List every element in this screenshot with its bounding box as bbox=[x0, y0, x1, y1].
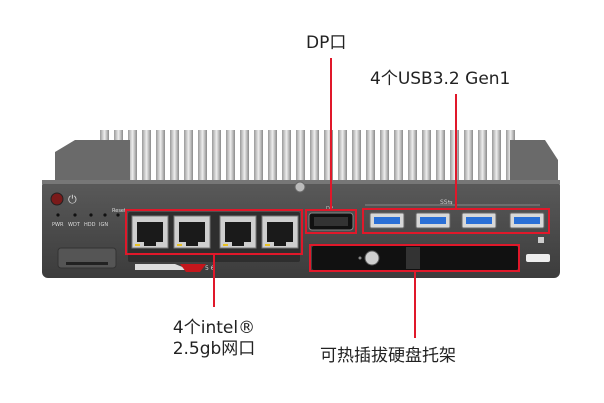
heatsink-fin bbox=[324, 130, 333, 182]
screw-icon bbox=[294, 181, 306, 193]
power-symbol-icon: ⏻ bbox=[68, 193, 77, 206]
lan-stripe-red bbox=[180, 264, 206, 272]
heatsink-fin bbox=[226, 130, 235, 182]
led-label-ign: IGN bbox=[99, 222, 108, 228]
heatsink-fin bbox=[464, 130, 473, 182]
usb-port-tongue bbox=[374, 217, 400, 224]
heatsink-fin bbox=[198, 130, 207, 182]
lan-led-icon bbox=[223, 244, 228, 246]
heatsink-fin bbox=[310, 130, 319, 182]
usb-port-tongue bbox=[420, 217, 446, 224]
lan-caption-line1: 4个intel® bbox=[172, 318, 256, 338]
heatsink-fin bbox=[478, 130, 487, 182]
heatsink-fin bbox=[282, 130, 291, 182]
indicator-square bbox=[538, 237, 544, 243]
usb-callout-box bbox=[362, 208, 550, 234]
dp-port-inner bbox=[314, 217, 348, 226]
lan-ports bbox=[131, 215, 299, 249]
heatsink-fin bbox=[212, 130, 221, 182]
lan-port-tab bbox=[186, 242, 198, 246]
lan-callout-box bbox=[125, 209, 303, 255]
lan-port-tab bbox=[144, 242, 156, 246]
com-port-slot bbox=[66, 262, 108, 265]
heatsink-fin bbox=[380, 130, 389, 182]
led-label-pwr: PWR bbox=[52, 222, 64, 228]
heatsink-fin bbox=[394, 130, 403, 182]
lan-port-block bbox=[128, 212, 300, 262]
status-leds bbox=[56, 213, 120, 217]
heatsink-fin bbox=[296, 130, 305, 182]
heatsink-fin bbox=[170, 130, 179, 182]
heatsink-fin bbox=[366, 130, 375, 182]
lan-number-label: 5 6 bbox=[205, 265, 215, 272]
chassis-left-shoulder bbox=[55, 140, 130, 185]
heatsink-fin bbox=[142, 130, 151, 182]
chassis-right-shoulder bbox=[510, 140, 558, 185]
heatsink-fin bbox=[352, 130, 361, 182]
lan-led-icon bbox=[265, 244, 270, 246]
heatsink-fin bbox=[240, 130, 249, 182]
heatsink-fin bbox=[422, 130, 431, 182]
usb-ports-caption: 4个USB3.2 Gen1 bbox=[370, 69, 511, 89]
led-label-hdd: HDD bbox=[84, 222, 96, 228]
hdd-callout-box bbox=[309, 244, 520, 272]
lan-port-socket bbox=[225, 222, 251, 242]
heatsink-fin bbox=[450, 130, 459, 182]
lan-callout-line bbox=[213, 255, 215, 307]
lan-port-socket bbox=[137, 222, 163, 242]
led-label-wdt: WDT bbox=[68, 222, 81, 228]
dp-callout-box bbox=[305, 209, 357, 234]
lan-port-socket bbox=[267, 222, 293, 242]
heatsink-fin bbox=[436, 130, 445, 182]
usb-port-tongue bbox=[514, 217, 540, 224]
heatsink-fin bbox=[128, 130, 137, 182]
dp-callout-line bbox=[330, 58, 332, 209]
heatsink-fin bbox=[492, 130, 501, 182]
heatsink-fin bbox=[408, 130, 417, 182]
lan-stripe-white bbox=[135, 264, 190, 270]
heatsink-fin bbox=[156, 130, 165, 182]
heatsink-fins bbox=[100, 130, 515, 182]
lan-port-tab bbox=[274, 242, 286, 246]
lan-caption-line2: 2.5gb网口 bbox=[172, 339, 256, 359]
heatsink-fin bbox=[268, 130, 277, 182]
hdd-tray-caption: 可热插拔硬盘托架 bbox=[320, 346, 456, 366]
usb-callout-line bbox=[455, 94, 457, 208]
hdd-callout-line bbox=[414, 272, 416, 338]
usb-ports bbox=[369, 212, 545, 229]
lan-led-icon bbox=[135, 244, 140, 246]
lan-ports-caption: 4个intel® 2.5gb网口 bbox=[168, 318, 260, 360]
power-led-icon bbox=[50, 192, 64, 206]
lan-led-icon bbox=[177, 244, 182, 246]
lan-port-tab bbox=[232, 242, 244, 246]
usb-group-label: SS⇆ bbox=[440, 199, 453, 206]
heatsink-fin bbox=[254, 130, 263, 182]
heatsink-fin bbox=[184, 130, 193, 182]
hdd-tray-latch bbox=[406, 247, 420, 269]
dp-port-caption: DP口 bbox=[306, 33, 347, 53]
hdd-tray-screw-icon bbox=[364, 250, 380, 266]
usb-port-tongue bbox=[466, 217, 492, 224]
hdd-tray-led bbox=[358, 256, 362, 260]
reset-label: Reset bbox=[112, 208, 126, 214]
heatsink-fin bbox=[338, 130, 347, 182]
lan-port-socket bbox=[179, 222, 205, 242]
brand-badge bbox=[526, 254, 550, 262]
